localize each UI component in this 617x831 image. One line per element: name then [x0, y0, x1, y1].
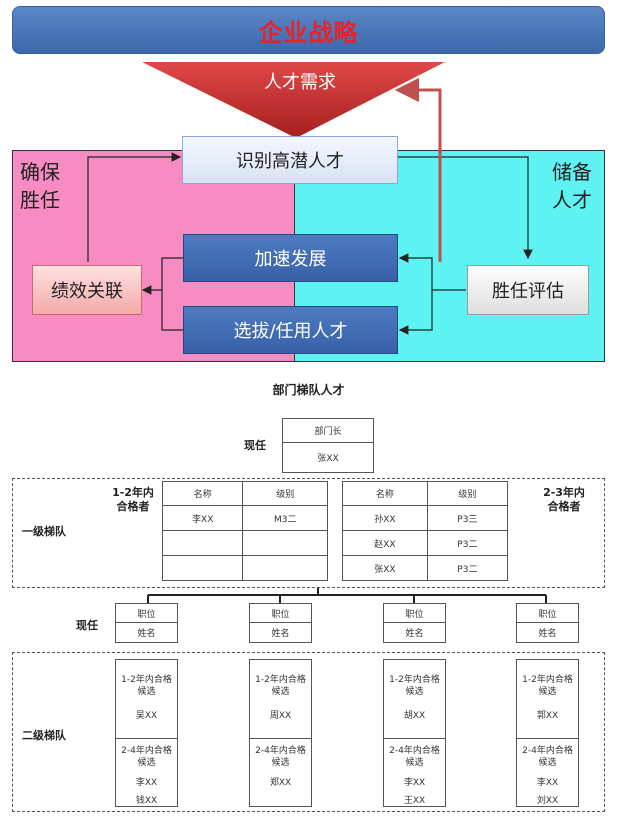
header-name: 名称	[161, 481, 244, 506]
table-cell	[161, 530, 244, 556]
identify-high-potential-box: 识别高潜人才	[182, 136, 398, 184]
table-cell	[242, 530, 328, 556]
candidate-name: 刘XX	[536, 796, 559, 806]
candidate-box-1-2yr: 1-2年内合格 候选 胡XX	[383, 659, 446, 739]
table-cell	[161, 555, 244, 581]
candidate-name: 王XX	[403, 796, 426, 806]
tier1-label: 一级梯队	[22, 525, 66, 538]
candidate-caption: 候选	[405, 758, 424, 768]
tier2-label: 二级梯队	[22, 729, 66, 742]
demand-label: 人才需求	[264, 72, 336, 93]
candidate-caption: 候选	[538, 687, 557, 697]
candidate-caption: 2-4年内合格	[121, 746, 172, 756]
header-level: 级别	[242, 481, 328, 506]
name-cell: 姓名	[383, 623, 446, 643]
tier2-container	[12, 652, 605, 812]
ladder-title: 部门梯队人才	[272, 382, 345, 397]
candidate-box-1-2yr: 1-2年内合格 候选 吴XX	[115, 659, 178, 739]
candidate-caption: 候选	[137, 687, 156, 697]
head-name: 张XX	[282, 443, 374, 473]
candidate-caption: 候选	[271, 758, 290, 768]
candidate-name: 吴XX	[135, 711, 158, 721]
table-cell: M3二	[242, 505, 328, 531]
table-cell: P3二	[426, 555, 509, 581]
candidate-caption: 2-4年内合格	[255, 746, 306, 756]
tier2-current-label: 现任	[76, 619, 98, 632]
accelerate-development-box: 加速发展	[183, 234, 398, 282]
candidate-name: 周XX	[269, 711, 292, 721]
strategy-title: 企业战略	[258, 18, 359, 47]
candidate-caption: 候选	[137, 758, 156, 768]
tier2-connectors	[147, 588, 547, 603]
position-cell: 职位	[115, 603, 178, 623]
candidate-caption: 2-4年内合格	[522, 746, 573, 756]
table-cell: P3二	[426, 530, 509, 556]
position-cell: 职位	[383, 603, 446, 623]
table-cell	[242, 555, 328, 581]
candidate-caption: 1-2年内合格	[522, 675, 573, 685]
reserve-talent-label: 储备人才	[552, 160, 592, 212]
candidate-box-2-4yr: 2-4年内合格 候选李XX 王XX	[383, 739, 446, 807]
candidate-box-1-2yr: 1-2年内合格 候选 郭XX	[516, 659, 579, 739]
tier1-right-caption: 2-3年内合格者	[543, 486, 585, 513]
strategy-banner: 企业战略	[12, 6, 605, 54]
candidate-name: 李XX	[135, 778, 158, 788]
candidate-caption: 2-4年内合格	[389, 746, 440, 756]
candidate-caption: 1-2年内合格	[389, 675, 440, 685]
candidate-name: 郑XX	[269, 778, 292, 788]
candidate-box-2-4yr: 2-4年内合格 候选李XX 钱XX	[115, 739, 178, 807]
name-cell: 姓名	[516, 623, 579, 643]
tier1-left-caption: 1-2年内合格者	[112, 486, 154, 513]
head-current-label: 现任	[244, 439, 266, 452]
table-cell: 张XX	[342, 555, 428, 581]
competency-assessment-box: 胜任评估	[467, 265, 589, 315]
candidate-name: 李XX	[403, 778, 426, 788]
table-cell: P3三	[426, 505, 509, 531]
performance-link-box: 绩效关联	[32, 265, 142, 315]
candidate-box-1-2yr: 1-2年内合格 候选 周XX	[249, 659, 312, 739]
table-cell: 赵XX	[342, 530, 428, 556]
ensure-competency-label: 确保胜任	[20, 160, 60, 212]
position-cell: 职位	[516, 603, 579, 623]
tier1-container	[12, 478, 605, 588]
candidate-name: 钱XX	[135, 796, 158, 806]
name-cell: 姓名	[249, 623, 312, 643]
header-name: 名称	[342, 481, 428, 506]
candidate-caption: 候选	[271, 687, 290, 697]
candidate-name: 胡XX	[403, 711, 426, 721]
name-cell: 姓名	[115, 623, 178, 643]
select-appoint-box: 选拔/任用人才	[183, 306, 398, 354]
candidate-name: 郭XX	[536, 711, 559, 721]
table-cell: 李XX	[161, 505, 244, 531]
candidate-caption: 候选	[405, 687, 424, 697]
candidate-box-2-4yr: 2-4年内合格 候选李XX 刘XX	[516, 739, 579, 807]
table-cell: 孙XX	[342, 505, 428, 531]
candidate-caption: 1-2年内合格	[121, 675, 172, 685]
demand-triangle	[142, 62, 445, 138]
head-role: 部门长	[282, 418, 374, 443]
candidate-box-2-4yr: 2-4年内合格 候选郑XX	[249, 739, 312, 807]
candidate-caption: 1-2年内合格	[255, 675, 306, 685]
candidate-caption: 候选	[538, 758, 557, 768]
position-cell: 职位	[249, 603, 312, 623]
candidate-name: 李XX	[536, 778, 559, 788]
header-level: 级别	[426, 481, 509, 506]
